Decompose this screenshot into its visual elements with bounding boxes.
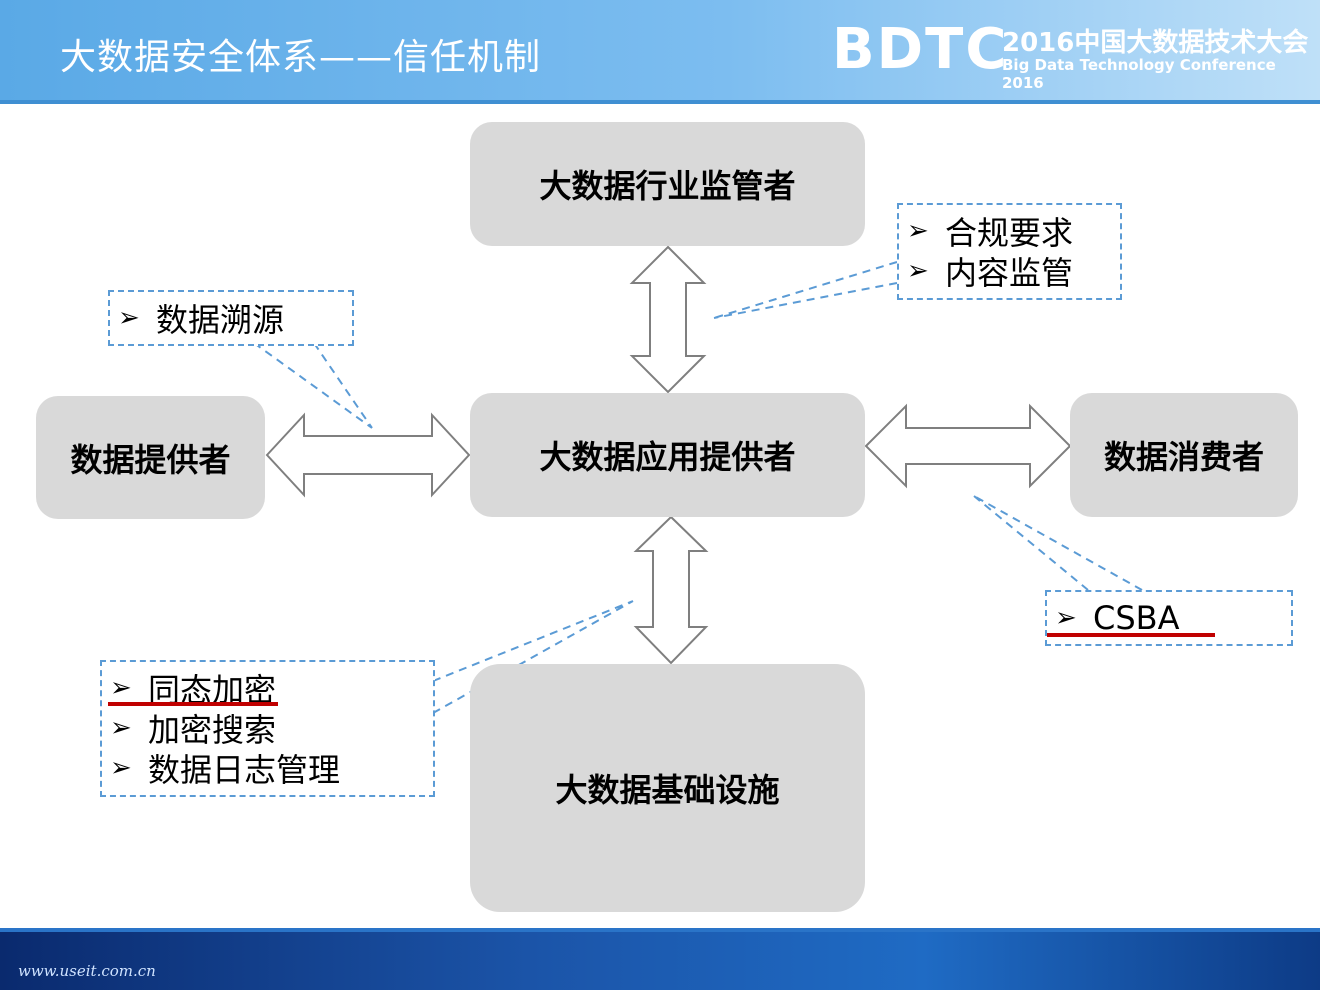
highlight-underline bbox=[1047, 633, 1215, 637]
app-provider-box: 大数据应用提供者 bbox=[470, 393, 865, 517]
highlight-underline bbox=[108, 702, 278, 706]
note-text: CSBA bbox=[1093, 599, 1180, 637]
note-text: 数据溯源 bbox=[156, 301, 285, 339]
list-item: ➢ 合规要求 bbox=[899, 211, 1120, 252]
callout-line-consumer bbox=[973, 495, 1143, 591]
header-divider bbox=[0, 100, 1320, 104]
list-item: ➢ 加密搜索 bbox=[102, 708, 433, 749]
bullet-arrow-icon: ➢ bbox=[110, 713, 132, 743]
callout-line-infra bbox=[432, 600, 634, 714]
double-arrow-app-consumer bbox=[864, 403, 1072, 489]
bullet-arrow-icon: ➢ bbox=[110, 753, 132, 783]
header-bar bbox=[0, 0, 1320, 100]
double-arrow-provider-app bbox=[265, 412, 471, 498]
callout-line-regulation bbox=[713, 261, 898, 319]
note-regulation: ➢ 合规要求 ➢ 内容监管 bbox=[897, 203, 1122, 300]
list-item: ➢ 数据日志管理 bbox=[102, 748, 433, 789]
bullet-arrow-icon: ➢ bbox=[110, 673, 132, 703]
footer-divider bbox=[0, 928, 1320, 932]
bullet-arrow-icon: ➢ bbox=[907, 256, 929, 286]
note-traceability: ➢ 数据溯源 bbox=[108, 290, 354, 346]
bullet-arrow-icon: ➢ bbox=[118, 303, 140, 333]
footer-url: www.useit.com.cn bbox=[18, 962, 156, 980]
callout-line-traceability bbox=[253, 342, 373, 429]
infrastructure-box: 大数据基础设施 bbox=[470, 664, 865, 912]
bdtc-logo: BDTC bbox=[832, 17, 1009, 82]
list-item: ➢ CSBA bbox=[1047, 598, 1291, 638]
note-text: 数据日志管理 bbox=[148, 751, 341, 789]
note-text: 加密搜索 bbox=[148, 711, 277, 749]
regulator-box: 大数据行业监管者 bbox=[470, 122, 865, 246]
footer-bar bbox=[0, 932, 1320, 990]
note-text: 合规要求 bbox=[945, 214, 1074, 252]
note-consumer: ➢ CSBA bbox=[1045, 590, 1293, 646]
bullet-arrow-icon: ➢ bbox=[907, 216, 929, 246]
data-provider-box: 数据提供者 bbox=[36, 396, 265, 519]
data-consumer-box: 数据消费者 bbox=[1070, 393, 1298, 517]
note-infrastructure: ➢ 同态加密 ➢ 加密搜索 ➢ 数据日志管理 bbox=[100, 660, 435, 797]
bullet-arrow-icon: ➢ bbox=[1055, 603, 1077, 633]
list-item: ➢ 数据溯源 bbox=[110, 298, 352, 339]
note-text: 内容监管 bbox=[945, 254, 1074, 292]
double-arrow-regulator-app bbox=[629, 245, 707, 394]
list-item: ➢ 内容监管 bbox=[899, 251, 1120, 292]
slide-title: 大数据安全体系——信任机制 bbox=[60, 37, 542, 78]
logo-subtitle-en: Big Data Technology Conference 2016 bbox=[1002, 56, 1276, 92]
logo-subtitle-cn: 2016中国大数据技术大会 bbox=[1002, 28, 1309, 58]
double-arrow-app-infra bbox=[633, 515, 709, 665]
